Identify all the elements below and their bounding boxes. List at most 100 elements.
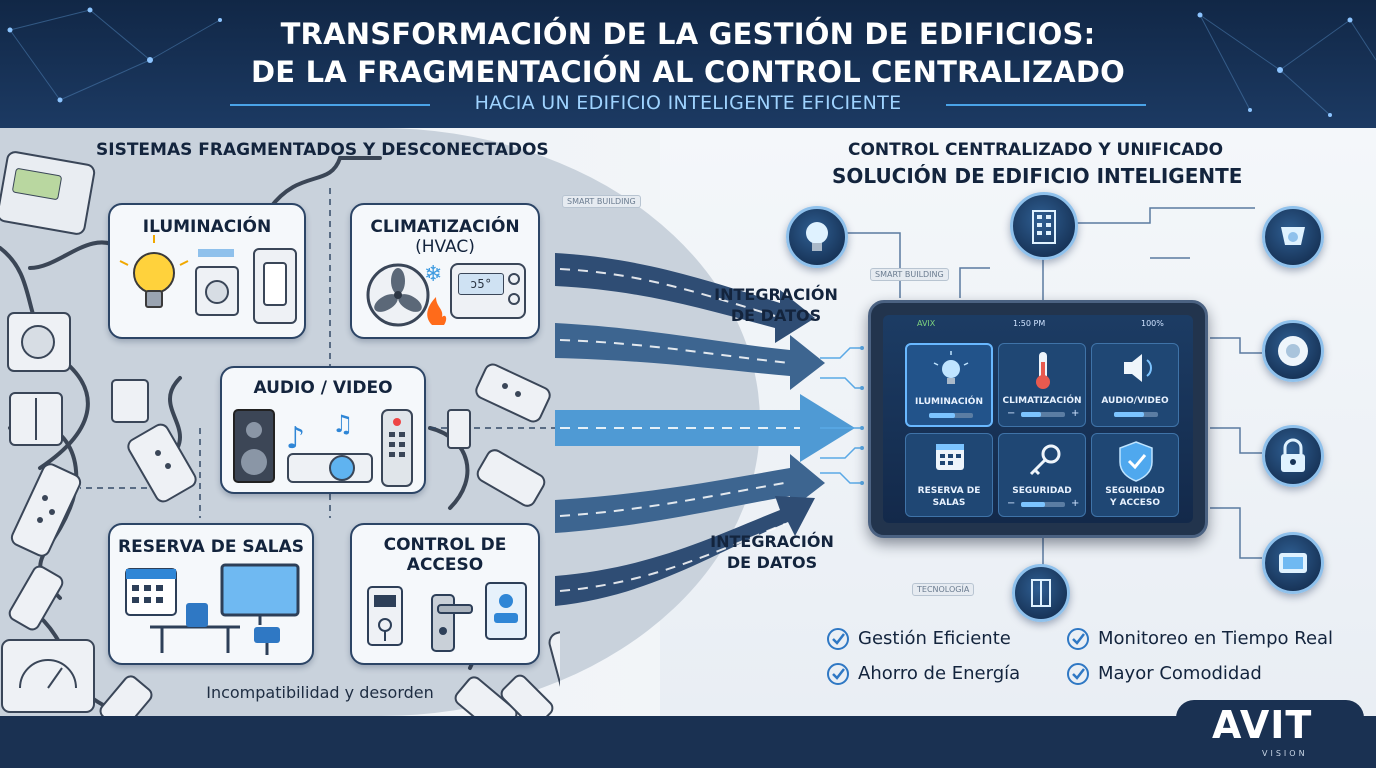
incompatibility-caption: Incompatibilidad y desorden [206, 683, 434, 702]
status-battery: 100% [1141, 319, 1164, 328]
tile-security-access[interactable]: SEGURIDAD Y ACCESO [1091, 433, 1179, 517]
keypad-icon [367, 586, 403, 646]
access-box-title-line-2: ACCESO [406, 555, 484, 575]
check-icon [1067, 663, 1089, 685]
hvac-system-box: CLIMATIZACIÓN (HVAC) ❄ ɔ5° [350, 203, 540, 339]
shield-check-icon [1119, 441, 1153, 482]
snowflake-icon: ❄ [424, 262, 442, 287]
monitor-icon [220, 563, 300, 625]
lock-bubble-icon [1262, 425, 1324, 487]
tile-security-label: SEGURIDAD [1012, 486, 1072, 496]
integration-top-line-1: INTEGRACIÓN [714, 285, 838, 304]
integration-arrows [555, 253, 855, 606]
tile-climate[interactable]: CLIMATIZACIÓN − + [998, 343, 1086, 427]
tile-room-booking-label-2: SALAS [932, 498, 966, 508]
wall-display-bubble-icon [1262, 532, 1324, 594]
climate-increase-button[interactable]: + [1071, 408, 1080, 419]
subtitle-rule-left [230, 104, 430, 106]
svg-text:♫: ♫ [332, 410, 354, 438]
smart-building-solution-title: SOLUCIÓN DE EDIFICIO INTELIGENTE [832, 164, 1243, 188]
network-pattern-decoration [7, 7, 1376, 117]
fan-icon [366, 263, 430, 327]
toggle-switch-icon [253, 248, 297, 324]
data-integration-label-bottom: INTEGRACIÓN DE DATOS [702, 531, 842, 573]
avit-logo: AVIT [1212, 703, 1313, 747]
status-time: 1:50 PM [1013, 319, 1046, 328]
hvac-box-title-line-1: CLIMATIZACIÓN [370, 217, 520, 237]
check-icon [1067, 628, 1089, 650]
handheld-remote-icon [548, 623, 560, 699]
scattered-devices [0, 151, 560, 716]
tablet-screen[interactable]: AVIX 1:50 PM 100% ILUMINACIÓN CLIMATIZAC… [883, 315, 1193, 523]
avit-logo-subtext: VISION [1262, 749, 1308, 758]
flame-icon [427, 297, 447, 325]
tile-audio-video-label: AUDIO/VIDEO [1101, 396, 1169, 406]
benefit-energy-saving: Ahorro de Energía [858, 663, 1021, 684]
lighting-system-box: ILUMINACIÓN [108, 203, 306, 339]
audio-video-box-title: AUDIO / VIDEO [253, 378, 393, 398]
svg-text:♪: ♪ [286, 421, 305, 456]
smart-building-tag-right: SMART BUILDING [870, 268, 949, 281]
check-icon [827, 663, 849, 685]
benefit-efficient-management: Gestión Eficiente [858, 628, 1011, 649]
access-box-title-line-1: CONTROL DE [383, 535, 507, 555]
main-diagram: SISTEMAS FRAGMENTADOS Y DESCONECTADOS [0, 128, 1376, 716]
building-small-bubble-icon [1012, 564, 1070, 622]
projector-icon [287, 453, 373, 483]
tile-lightbulb-icon [933, 351, 969, 384]
volume-icon [1124, 354, 1152, 382]
tile-climate-label: CLIMATIZACIÓN [1002, 396, 1082, 406]
smart-light-bubble-icon [1262, 206, 1324, 268]
tv-remote-icon [381, 409, 413, 487]
tile-room-booking[interactable]: RESERVA DE SALAS [905, 433, 993, 517]
benefit-realtime-monitoring: Monitoreo en Tiempo Real [1098, 628, 1334, 649]
tile-security[interactable]: SEGURIDAD − + [998, 433, 1086, 517]
security-decrease-button[interactable]: − [1007, 498, 1016, 509]
smart-building-tag: SMART BUILDING [562, 195, 641, 208]
calendar-icon [125, 568, 177, 616]
technology-tag: TECNOLOGÍA [912, 583, 975, 596]
integration-bottom-line-1: INTEGRACIÓN [710, 532, 834, 551]
logo-tab [1176, 700, 1364, 768]
audio-video-system-box: AUDIO / VIDEO ♪ ♫ [220, 366, 426, 494]
tile-security-access-label-2: Y ACCESO [1109, 498, 1161, 508]
door-handle-icon [431, 594, 473, 652]
status-brand: AVIX [917, 319, 936, 328]
lightbulb-bubble-icon [786, 206, 848, 268]
speaker-icon [233, 409, 275, 483]
tile-audio-video[interactable]: AUDIO/VIDEO [1091, 343, 1179, 427]
centralized-section-title: CONTROL CENTRALIZADO Y UNIFICADO [848, 140, 1224, 160]
dimmer-switch-icon [7, 312, 71, 372]
smoke-detector-bubble-icon [1262, 320, 1324, 382]
access-control-system-box: CONTROL DE ACCESO [350, 523, 540, 665]
thermostat-display: ɔ5° [458, 273, 504, 295]
building-bubble-icon [1010, 192, 1078, 260]
subtitle-rule-right [946, 104, 1146, 106]
chair-icon [186, 603, 280, 655]
tile-lighting[interactable]: ILUMINACIÓN [905, 343, 993, 427]
dimmer-icon [195, 249, 239, 316]
meter-device-icon [1, 639, 95, 713]
tile-lighting-label: ILUMINACIÓN [914, 397, 983, 407]
control-tablet[interactable]: AVIX 1:50 PM 100% ILUMINACIÓN CLIMATIZAC… [868, 300, 1208, 538]
integration-bottom-line-2: DE DATOS [726, 553, 818, 572]
security-increase-button[interactable]: + [1071, 498, 1080, 509]
subtitle: HACIA UN EDIFICIO INTELIGENTE EFICIENTE [474, 92, 902, 114]
main-title-line-2: DE LA FRAGMENTACIÓN AL CONTROL CENTRALIZ… [251, 55, 1125, 89]
data-integration-label-top: INTEGRACIÓN DE DATOS [706, 284, 846, 326]
thermometer-icon [1036, 352, 1050, 389]
lighting-box-title: ILUMINACIÓN [142, 217, 272, 237]
header-banner: TRANSFORMACIÓN DE LA GESTIÓN DE EDIFICIO… [0, 0, 1376, 128]
integration-top-line-2: DE DATOS [730, 306, 822, 325]
id-badge-icon [485, 582, 527, 640]
benefit-greater-comfort: Mayor Comodidad [1098, 663, 1262, 684]
remote-controls [8, 363, 554, 716]
room-booking-box-title: RESERVA DE SALAS [117, 537, 304, 557]
fragmented-section-title: SISTEMAS FRAGMENTADOS Y DESCONECTADOS [96, 140, 549, 160]
wall-switch-icon [9, 392, 63, 446]
climate-decrease-button[interactable]: − [1007, 408, 1016, 419]
small-switch-icon [447, 409, 471, 449]
thermostat-device-icon [0, 151, 96, 235]
lightbulb-icon [119, 235, 189, 308]
tile-room-booking-label-1: RESERVA DE [917, 486, 981, 496]
